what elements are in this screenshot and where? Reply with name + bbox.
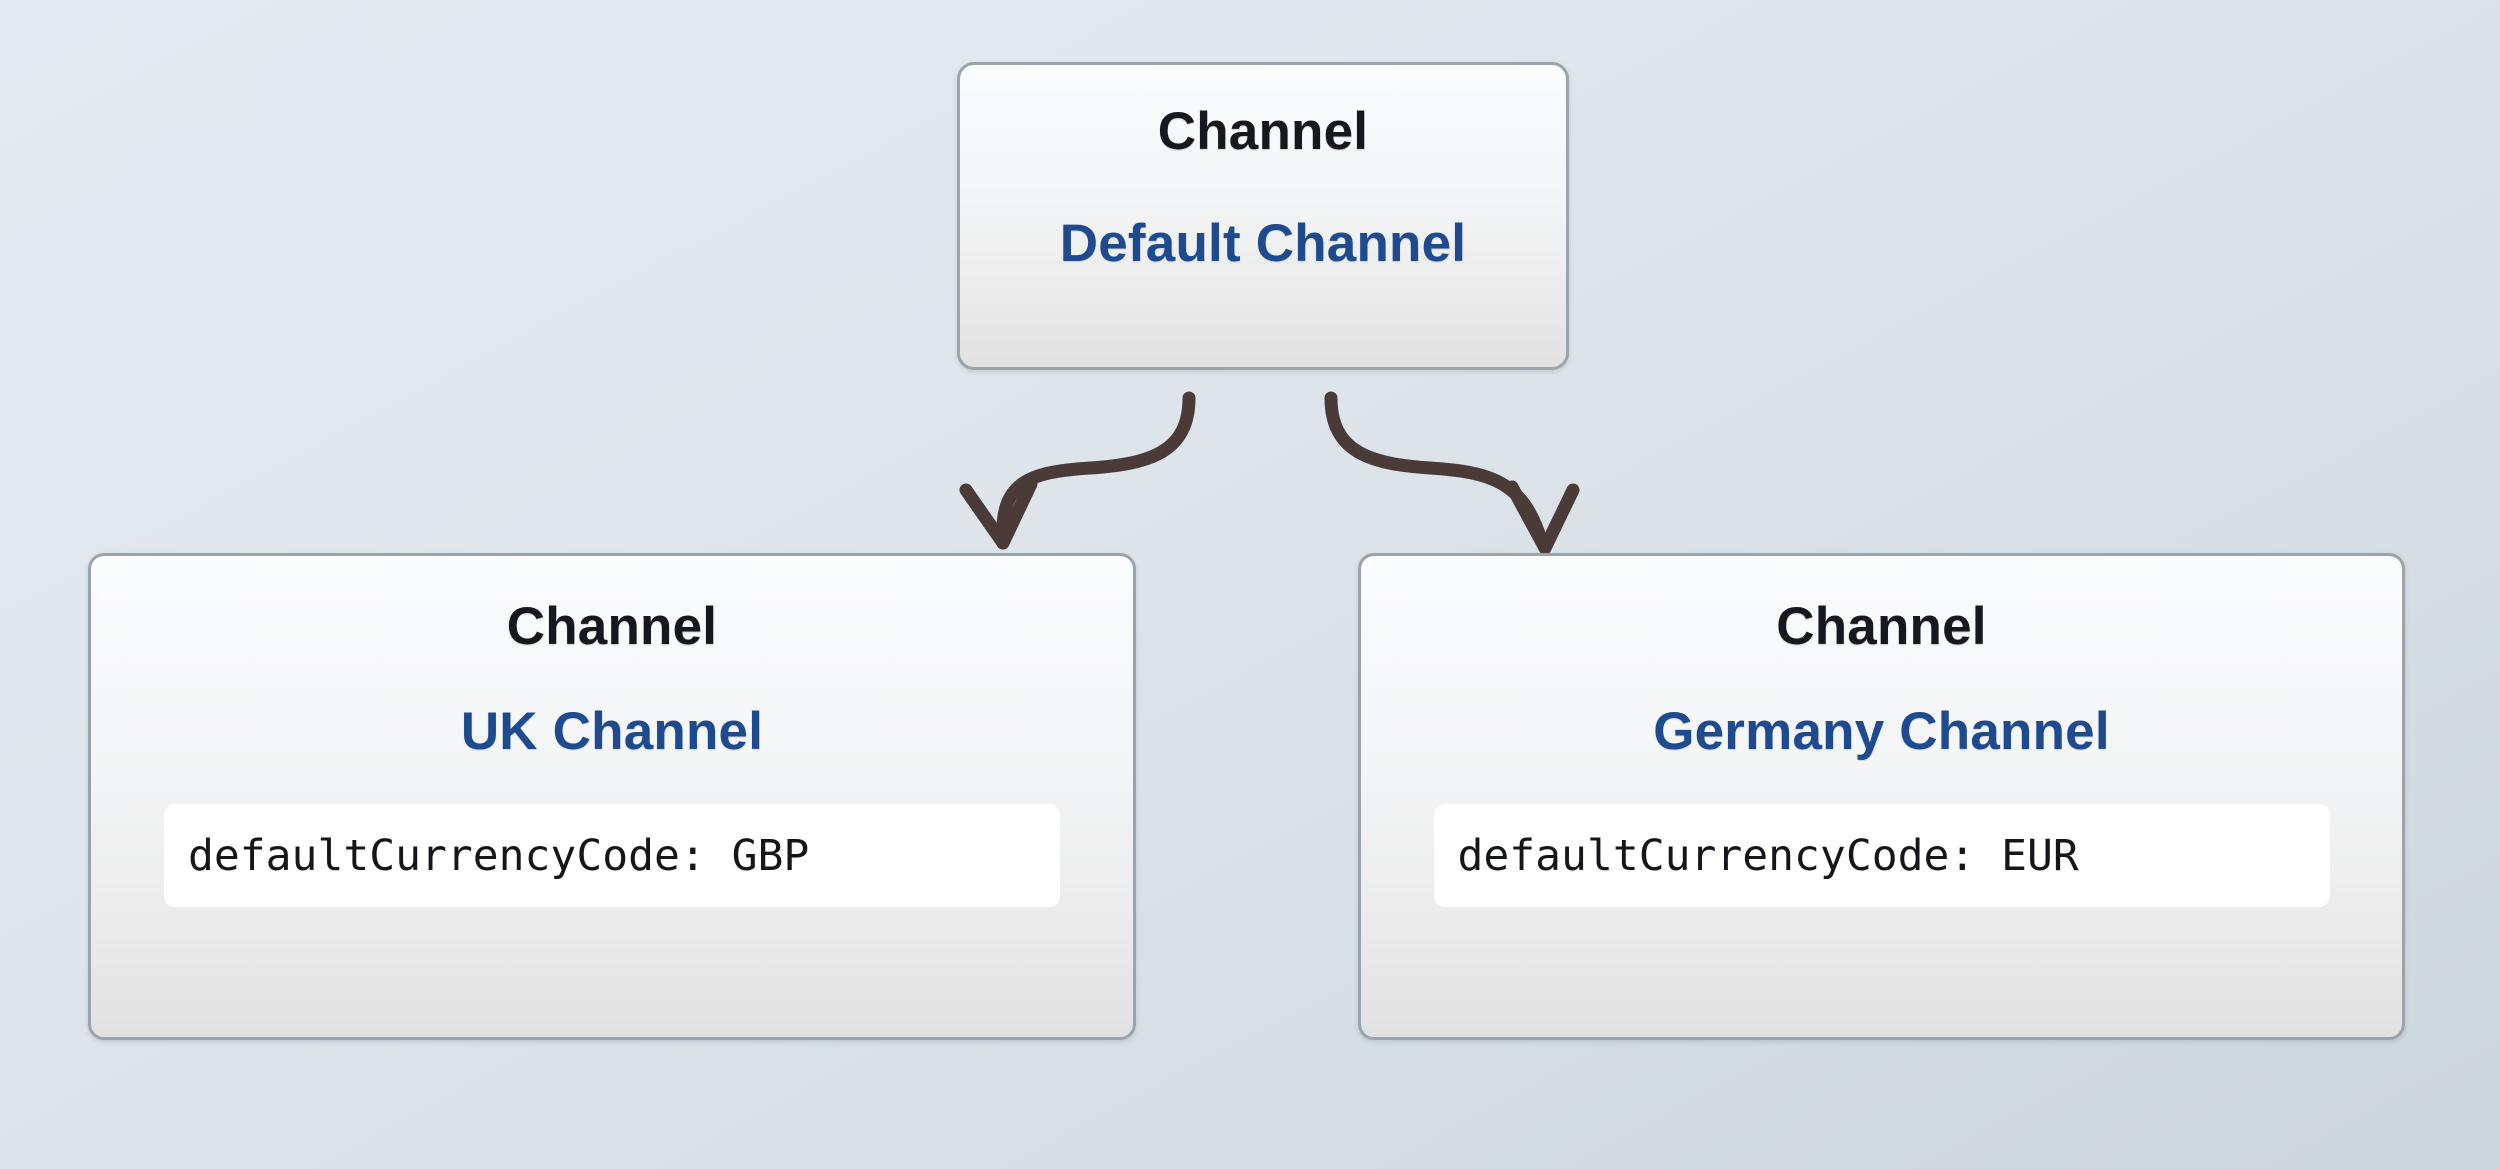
node-default-channel[interactable]: Channel Default Channel	[957, 62, 1569, 370]
node-type-label: Channel	[1776, 597, 1987, 656]
arrowhead-barb-left	[1505, 480, 1552, 555]
node-name-label: Germany Channel	[1653, 702, 2110, 761]
node-name-label: Default Channel	[1059, 214, 1467, 273]
node-type-label: Channel	[506, 597, 718, 656]
arrowhead-barb-right	[996, 477, 1038, 550]
edge-root-to-germany	[1324, 391, 1580, 555]
node-property-default-currency-code: defaultCurrencyCode: GBP	[164, 804, 1060, 907]
node-germany-channel[interactable]: Channel Germany Channel defaultCurrencyC…	[1358, 553, 2405, 1040]
arrowhead-barb-right	[1538, 483, 1580, 555]
node-name-label: UK Channel	[460, 702, 764, 761]
node-type-label: Channel	[1157, 102, 1369, 161]
node-property-default-currency-code: defaultCurrencyCode: EUR	[1433, 804, 2330, 907]
edge-root-to-uk	[959, 391, 1196, 550]
node-uk-channel[interactable]: Channel UK Channel defaultCurrencyCode: …	[88, 553, 1136, 1040]
arrowhead-barb-left	[959, 483, 1010, 550]
